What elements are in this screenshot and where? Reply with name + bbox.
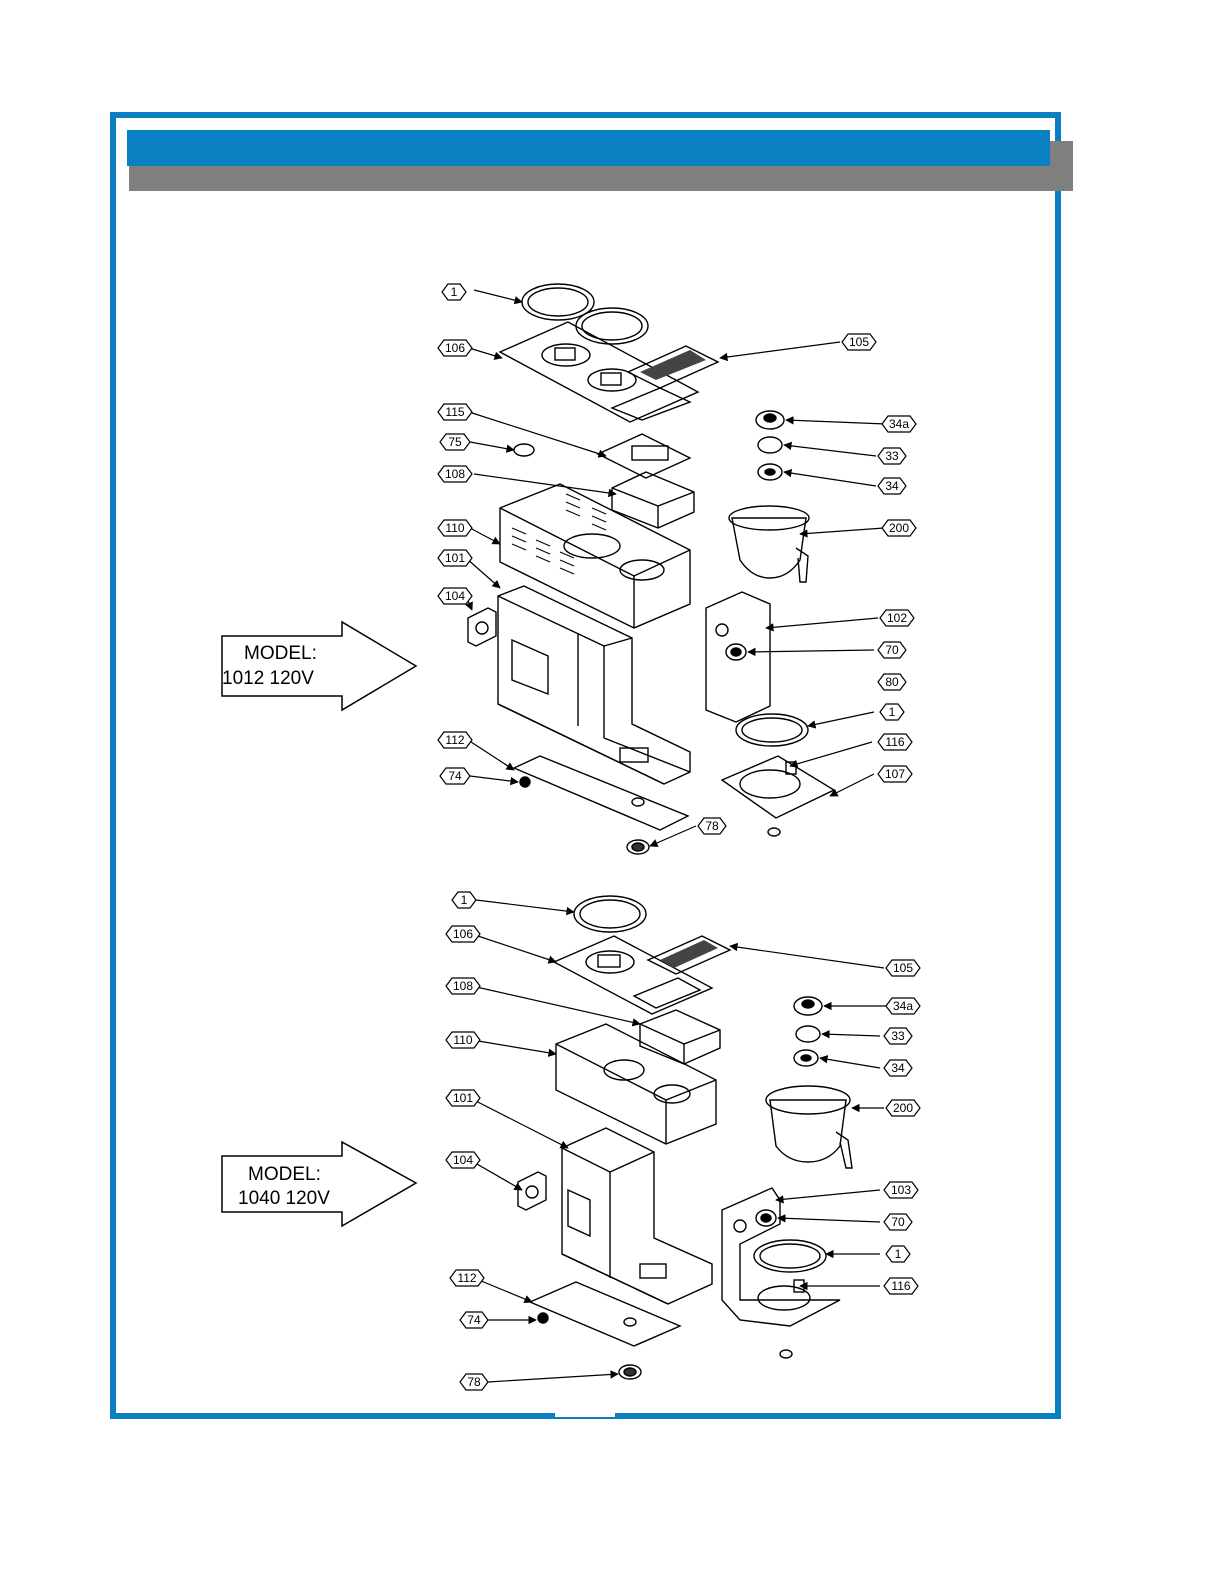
callout-34a: 34a [889,417,909,431]
part-33 [758,437,782,453]
callout-108: 108 [445,467,465,481]
callout-104-b: 104 [453,1153,473,1167]
callout-116: 116 [885,735,904,749]
callout-102: 102 [887,611,907,625]
callout-200: 200 [889,521,909,535]
model-label-1012-line2: 1012 120V [222,668,314,689]
model-arrow-1012: MODEL: 1012 120V [222,622,416,710]
panel-103 [722,1188,840,1326]
callout-80: 80 [885,675,899,689]
callout-1b-b: 1 [895,1247,902,1261]
callout-200-b: 200 [893,1101,913,1115]
base-plate-112-b [530,1282,680,1346]
callout-34: 34 [885,479,899,493]
callout-105-b: 105 [893,961,913,975]
callout-74: 74 [448,769,462,783]
screw-74-b [538,1313,548,1323]
callout-108-b: 108 [453,979,473,993]
callout-107: 107 [885,767,905,781]
callout-101: 101 [445,551,465,565]
parts-1012 [468,284,834,854]
callout-78-b: 78 [467,1375,481,1389]
callout-34a-b: 34a [893,999,913,1013]
switch-104-b [518,1172,546,1210]
callout-78: 78 [705,819,719,833]
parts-1040 [518,896,852,1379]
sprayhead-ring-e [754,1240,826,1272]
callout-1b: 1 [889,705,896,719]
model-label-1040-line2: 1040 120V [238,1188,330,1209]
model-label-1040-line1: MODEL: [248,1164,321,1185]
part-115 [598,434,690,478]
callout-105: 105 [849,335,869,349]
part-33-b [796,1026,820,1042]
callout-70: 70 [885,643,899,657]
callout-74-b: 74 [467,1313,481,1327]
base-plate-112 [514,756,688,830]
sprayhead-ring-d [574,896,646,932]
callout-115: 115 [445,405,464,419]
callout-116-b: 116 [891,1279,910,1293]
model-arrow-1040: MODEL: 1040 120V [222,1142,416,1226]
callout-110-b: 110 [453,1033,472,1047]
part-108-b [640,1010,720,1064]
sprayhead-ring-c [736,714,808,746]
callout-1a: 1 [451,285,458,299]
callout-103: 103 [891,1183,911,1197]
callout-106: 106 [445,341,465,355]
callout-34-b: 34 [891,1061,905,1075]
callout-112-b: 112 [457,1271,476,1285]
callout-33-b: 33 [891,1029,905,1043]
panel-102 [706,592,770,722]
screw-74 [520,777,530,787]
switch-104 [468,608,496,646]
warmer-107 [722,756,834,818]
model-label-1012-line1: MODEL: [244,643,317,664]
callout-70-b: 70 [891,1215,905,1229]
callout-75: 75 [448,435,462,449]
callout-33: 33 [885,449,899,463]
callout-101-b: 101 [453,1091,473,1105]
callout-110: 110 [445,521,464,535]
callout-112: 112 [445,733,464,747]
sprayhead-ring-b [576,308,648,344]
callout-1a-b: 1 [461,893,468,907]
part-108 [612,472,694,528]
funnel-200-b [770,1100,846,1162]
callouts-1040: 1 106 105 108 34a 33 110 34 200 101 104 … [446,892,920,1390]
callout-106-b: 106 [453,927,473,941]
part-75 [514,444,534,456]
callout-104: 104 [445,589,465,603]
frame-101-b [562,1128,712,1304]
